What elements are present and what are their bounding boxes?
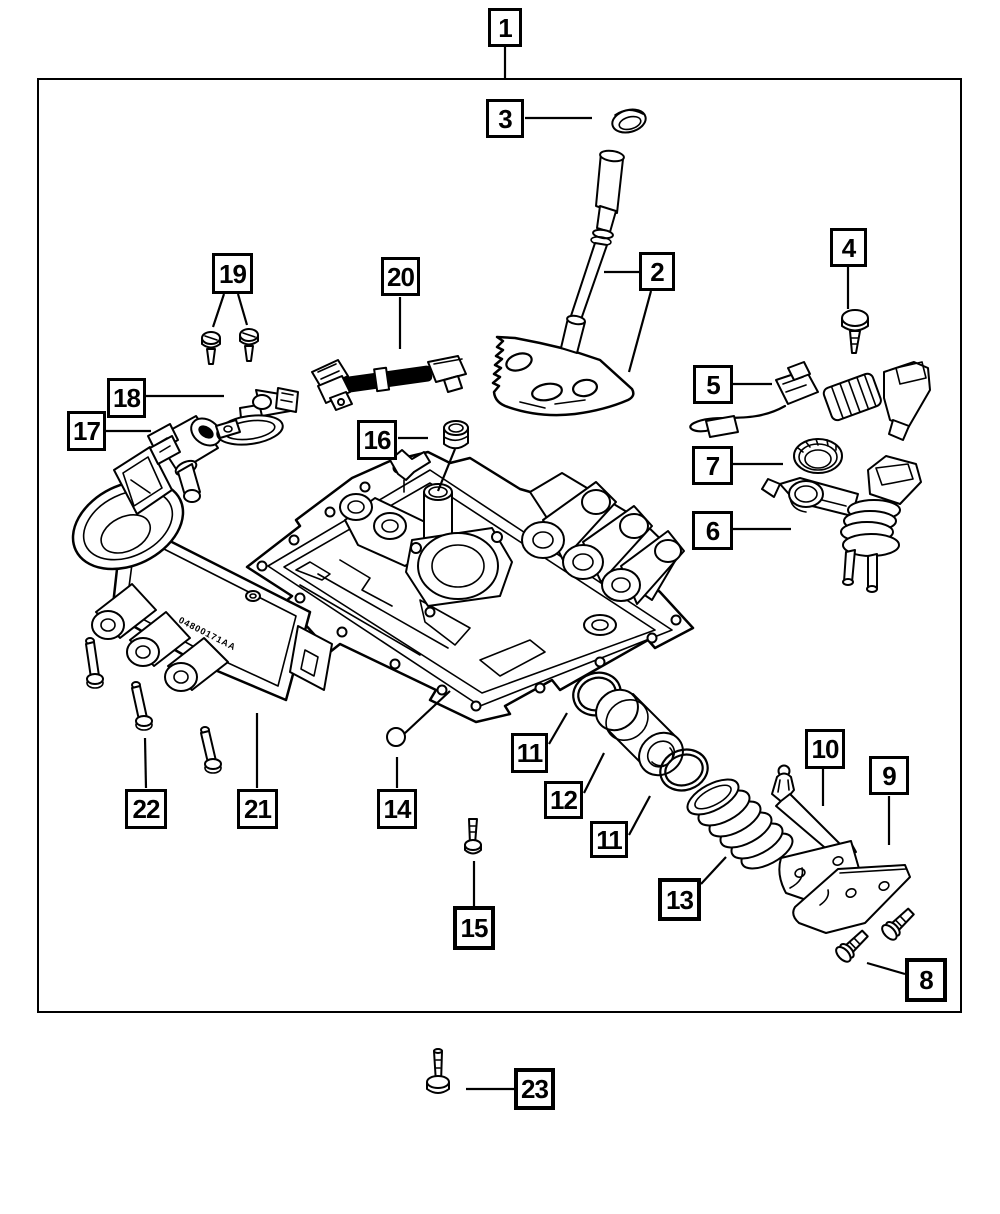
part-12-accumulator-piston [595,688,684,777]
callout-5: 5 [693,365,733,404]
part-15-screw [464,818,482,855]
callout-label: 6 [705,515,721,546]
accumulator-dome [71,479,185,571]
callout-9: 9 [869,756,909,795]
callout-label: 17 [73,416,101,446]
callout-13: 13 [658,878,701,921]
leader-12 [583,752,605,794]
part-18-sensor-rotor [215,387,299,446]
callout-10: 10 [805,729,845,769]
callout-16: 16 [357,420,397,460]
part-4-bolt [841,309,869,354]
callout-22: 22 [125,789,167,829]
part-7-seal [793,438,843,474]
callout-label: 16 [363,425,392,455]
callout-label: 12 [550,785,578,815]
solenoid-cans [91,583,229,692]
valve-body-solenoids [521,481,685,605]
callout-17: 17 [67,411,106,451]
part-23-bolt [426,1048,450,1094]
callout-label: 1 [498,12,513,43]
callout-3: 3 [486,99,524,138]
callout-18: 18 [107,378,146,418]
part-22-bolts [85,637,222,774]
callout-label: 8 [919,965,934,995]
callout-8: 8 [905,958,947,1002]
leader-2b [627,290,653,373]
callout-label: 23 [521,1074,549,1104]
part-20-jumper-harness [311,355,467,411]
callout-label: 3 [498,103,513,134]
callout-21: 21 [237,789,278,829]
callout-11b: 11 [590,821,628,858]
part-17-solenoid [147,415,222,503]
callout-label: 9 [882,760,897,791]
callout-label: 10 [811,734,840,764]
callout-label: 11 [596,824,622,855]
callout-label: 19 [219,258,247,289]
leader-16b [436,448,457,492]
callout-11a: 11 [511,733,548,773]
callout-7: 7 [692,446,733,485]
valve-body [245,449,695,724]
diagram-border [37,78,962,1013]
callout-20: 20 [381,257,420,296]
callout-label: 21 [244,794,272,824]
callout-label: 22 [132,794,161,824]
valve-body-bolt-holes [256,462,682,712]
part-9-bracket-plate [792,864,911,934]
callout-1: 1 [488,8,522,47]
callout-12: 12 [544,781,583,819]
callout-14: 14 [377,789,417,829]
callout-label: 7 [705,450,721,481]
part-16-cap [443,420,469,450]
callout-label: 13 [666,884,694,915]
harness-ribbed-body [822,372,882,422]
callout-label: 15 [460,913,489,943]
leader-8 [866,961,906,976]
callout-label: 2 [650,256,665,287]
callout-label: 14 [383,794,412,824]
leader-19a [211,293,226,328]
callout-label: 20 [387,261,415,292]
part-5-harness [689,361,931,441]
part-6-speed-sensor [761,455,922,593]
leader-11a [548,712,568,745]
callout-15: 15 [453,906,495,950]
leader-19b [236,293,249,326]
leader-13 [700,856,727,885]
part-13-spring [686,778,794,870]
part-19-screws [201,328,259,365]
callout-label: 11 [516,738,543,768]
callout-23: 23 [514,1068,555,1110]
leader-14b [403,690,451,735]
callout-6: 6 [692,511,733,550]
part-21-solenoid-module: 04800171AA [71,446,333,702]
leader-22 [143,737,148,789]
part-8-bolts [835,907,915,963]
callout-2: 2 [639,252,675,291]
part-14-check-ball [386,727,406,747]
leader-11b [628,795,651,836]
callout-label: 4 [841,232,857,263]
leader-lines [106,46,906,1091]
callout-label: 5 [706,369,721,400]
part-2-lever-plate [491,149,635,417]
part-3-seal-ring [611,108,647,134]
part-11-oring-b [659,748,709,792]
callout-4: 4 [830,228,867,267]
callout-label: 18 [113,383,141,413]
callout-19: 19 [212,253,253,294]
